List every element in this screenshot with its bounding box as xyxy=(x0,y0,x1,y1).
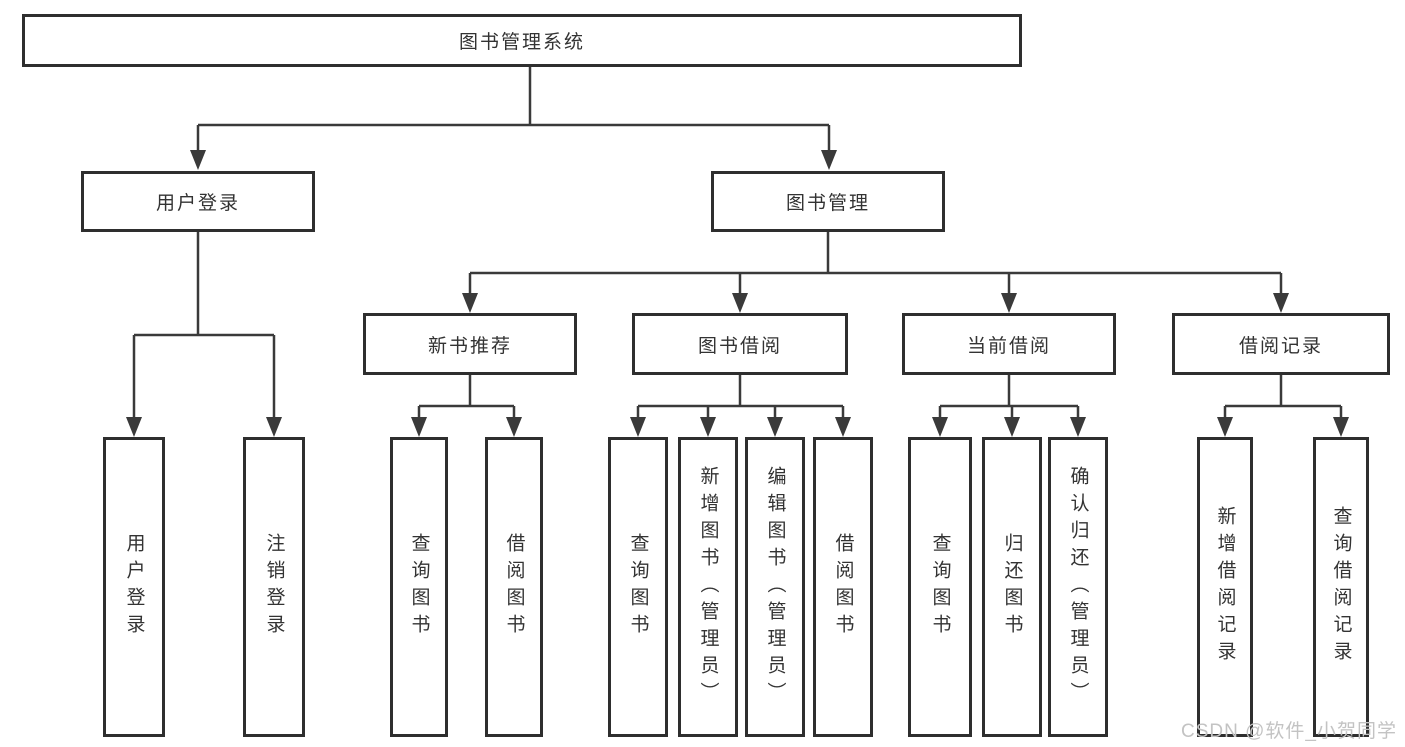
node-return-books: 归还图书 xyxy=(982,437,1042,737)
node-add-borrow-record: 新增借阅记录 xyxy=(1197,437,1253,737)
node-library-system: 图书管理系统 xyxy=(22,14,1022,67)
node-add-books-admin: 新增图书（管理员） xyxy=(678,437,738,737)
node-user-login: 用户登录 xyxy=(81,171,315,232)
node-new-book-recommend: 新书推荐 xyxy=(363,313,577,375)
node-book-borrowing: 图书借阅 xyxy=(632,313,848,375)
node-query-books-recommend: 查询图书 xyxy=(390,437,448,737)
node-borrow-records: 借阅记录 xyxy=(1172,313,1390,375)
node-user-login-leaf: 用户登录 xyxy=(103,437,165,737)
node-current-borrowing: 当前借阅 xyxy=(902,313,1116,375)
node-query-borrow-record: 查询借阅记录 xyxy=(1313,437,1369,737)
csdn-watermark: CSDN @软件_小贺同学 xyxy=(1181,721,1397,742)
node-query-books-current: 查询图书 xyxy=(908,437,972,737)
node-book-management: 图书管理 xyxy=(711,171,945,232)
node-borrow-books-leaf: 借阅图书 xyxy=(813,437,873,737)
node-confirm-return-admin: 确认归还（管理员） xyxy=(1048,437,1108,737)
node-edit-books-admin: 编辑图书（管理员） xyxy=(745,437,805,737)
node-query-books-borrowing: 查询图书 xyxy=(608,437,668,737)
node-logout-leaf: 注销登录 xyxy=(243,437,305,737)
node-borrow-books-recommend: 借阅图书 xyxy=(485,437,543,737)
